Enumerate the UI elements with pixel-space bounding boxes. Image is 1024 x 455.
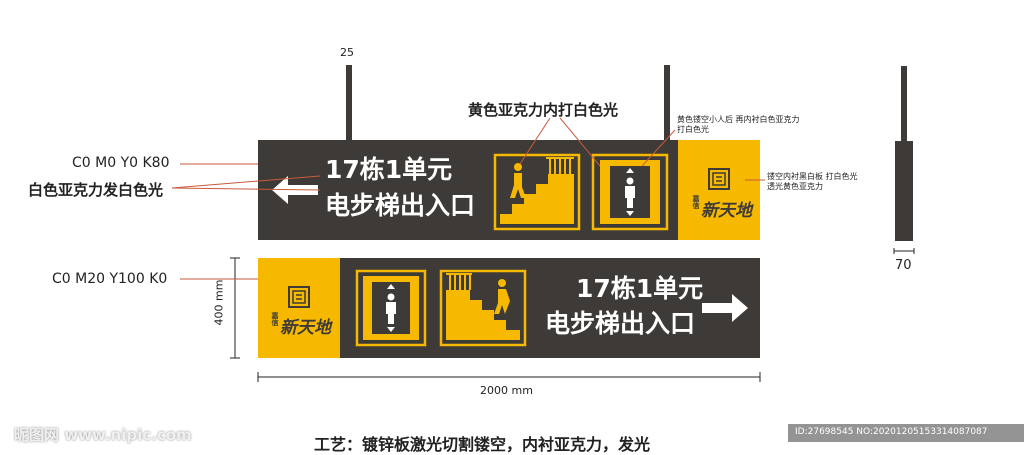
watermark-right: ID:27698545 NO:20201205153314087087 bbox=[795, 427, 988, 437]
yellow-acrylic-note: 黄色亚克力内打白色光 bbox=[468, 101, 619, 119]
top-sign-logo-block bbox=[678, 140, 760, 240]
bottom-brand-name: 新天地 bbox=[280, 318, 331, 338]
watermark-bar-right bbox=[788, 424, 1024, 442]
top-sign-entrance-text: 电步梯出入口 bbox=[325, 191, 476, 220]
stairs-person-icon bbox=[493, 153, 581, 231]
dark-color-spec: C0 M0 Y0 K80 bbox=[72, 155, 170, 171]
top-sign-building-text: 17栋1单元 bbox=[325, 155, 453, 184]
bottom-sign-logo-block bbox=[258, 258, 340, 358]
pole-width-dimension: 25 bbox=[340, 46, 354, 59]
logo-note-line2: 打白色光 bbox=[677, 125, 709, 134]
brand-seal-icon bbox=[288, 286, 310, 308]
height-dimension-line bbox=[230, 257, 240, 359]
process-note: 工艺：镀锌板激光切割镂空，内衬亚克力，发光 bbox=[314, 435, 651, 454]
elevator-person-icon bbox=[591, 153, 669, 231]
bottom-sign-panel bbox=[258, 258, 760, 358]
bottom-sign-entrance-text: 电步梯出入口 bbox=[545, 309, 696, 338]
bottom-brand-prefix: 嘉信 bbox=[271, 312, 280, 326]
side-view-pole bbox=[901, 66, 907, 142]
yellow-color-spec: C0 M20 Y100 K0 bbox=[52, 271, 168, 287]
side-width-dimension-line bbox=[893, 248, 915, 254]
right-arrow-icon bbox=[702, 294, 748, 322]
white-acrylic-note: 白色亚克力发白色光 bbox=[28, 181, 164, 199]
watermark-left: 昵图网 www.nipic.com bbox=[14, 426, 192, 444]
elevator-person-icon bbox=[355, 269, 427, 347]
side-width-dimension: 70 bbox=[895, 258, 912, 273]
stairs-person-icon bbox=[439, 269, 527, 347]
brand-seal-icon bbox=[708, 168, 730, 190]
top-brand-prefix: 嘉信 bbox=[692, 195, 701, 209]
hanging-pole-right bbox=[664, 65, 670, 140]
hanging-pole-left bbox=[346, 65, 352, 140]
top-brand-name: 新天地 bbox=[701, 201, 752, 221]
bottom-sign-building-text: 17栋1单元 bbox=[576, 274, 704, 303]
logo-note-line1: 黄色镂空小人后 再内衬白色亚克力 bbox=[677, 115, 800, 124]
length-dimension: 2000 mm bbox=[480, 384, 533, 397]
side-view-panel bbox=[895, 141, 913, 241]
cutout-note-line2: 透光黄色亚克力 bbox=[767, 182, 823, 191]
cutout-note-line1: 镂空内衬黑白板 打白色光 bbox=[767, 172, 858, 181]
length-dimension-line bbox=[257, 372, 761, 382]
